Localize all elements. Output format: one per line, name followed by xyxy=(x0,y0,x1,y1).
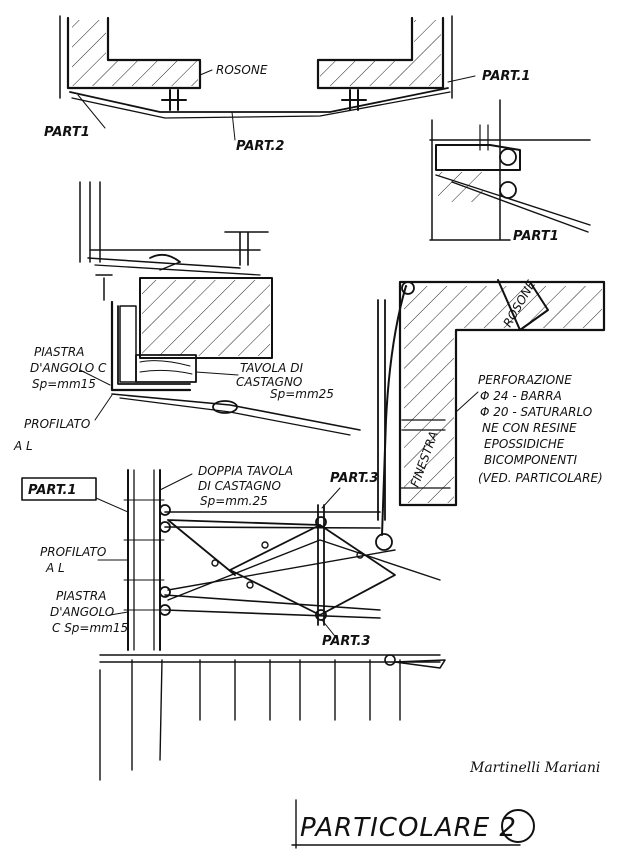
label-doppia-3: Sp=mm.25 xyxy=(200,494,268,508)
label-doppia-2: DI CASTAGNO xyxy=(198,479,281,493)
label-piastra-angolo-2: D'ANGOLO C xyxy=(30,361,107,375)
label-piastra-angolo-1: PIASTRA xyxy=(34,345,84,359)
label-doppia-1: DOPPIA TAVOLA xyxy=(198,464,293,478)
label-perforazione-1: PERFORAZIONE xyxy=(478,373,572,387)
label-perforazione-3: Φ 20 - SATURARLO xyxy=(480,405,592,419)
label-perforazione-7: (VED. PARTICOLARE) xyxy=(478,471,603,485)
label-part1-box: PART.1 xyxy=(28,483,76,498)
label-perforazione-5: EPOSSIDICHE xyxy=(484,437,565,451)
top-section-drawing: ROSONE PART.1 PART1 PART.2 xyxy=(44,15,530,154)
label-tavola-1: TAVOLA DI xyxy=(240,361,303,375)
corner-plate-drawing: PIASTRA D'ANGOLO C Sp=mm15 TAVOLA DI CAS… xyxy=(13,181,361,453)
label-piastra2-3: C Sp=mm15 xyxy=(52,621,128,635)
wall-section-drawing: ROSONE PERFORAZIONE Φ 24 - BARRA Φ 20 - … xyxy=(377,278,606,536)
label-piastra2-1: PIASTRA xyxy=(56,589,106,603)
label-part3-bottom: PART.3 xyxy=(322,634,370,649)
label-profilato2-2: A L xyxy=(45,561,65,575)
label-tavola-3: Sp=mm25 xyxy=(270,387,334,401)
sheet-title: PARTICOLARE 2 xyxy=(300,813,517,843)
label-profilato2-1: PROFILATO xyxy=(40,545,106,559)
label-tavola-2: CASTAGNO xyxy=(236,375,302,389)
label-part1-top-right: PART.1 xyxy=(482,69,530,84)
label-perforazione-2: Φ 24 - BARRA xyxy=(480,389,562,403)
label-profilato-1: PROFILATO xyxy=(24,417,90,431)
label-rosone-top: ROSONE xyxy=(216,63,268,77)
label-part2-top: PART.2 xyxy=(236,139,284,154)
title-block: Martinelli Mariani PARTICOLARE 2 xyxy=(291,760,600,849)
label-perforazione-4: NE CON RESINE xyxy=(482,421,577,435)
label-profilato-2: A L xyxy=(13,439,33,453)
truss-assembly-drawing: PART.1 DOPPIA TAVOLA DI CASTAGNO Sp=mm.2… xyxy=(21,464,446,781)
label-part1-top-left: PART1 xyxy=(44,125,90,140)
label-perforazione-6: BICOMPONENTI xyxy=(484,453,577,467)
label-part3-top: PART.3 xyxy=(330,471,378,486)
part1-detail-drawing: PART1 xyxy=(429,99,591,244)
label-piastra2-2: D'ANGOLO xyxy=(50,605,114,619)
label-part1-detail: PART1 xyxy=(513,229,559,244)
signature: Martinelli Mariani xyxy=(469,760,600,776)
label-piastra-angolo-3: Sp=mm15 xyxy=(32,377,96,391)
